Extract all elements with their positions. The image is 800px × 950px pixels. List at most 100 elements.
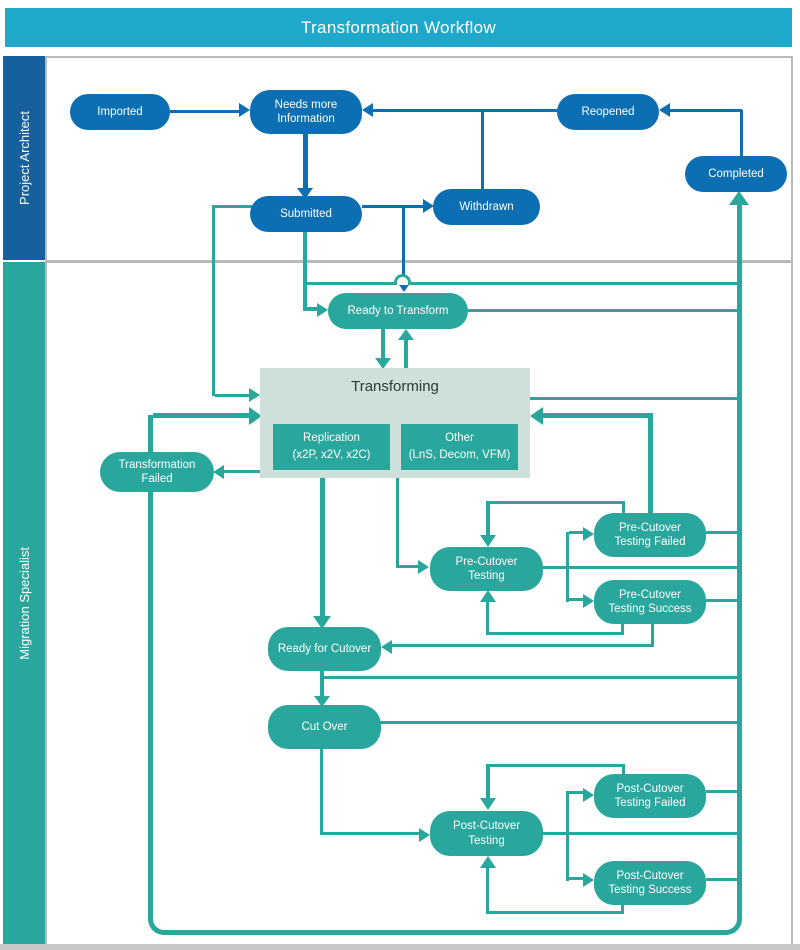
arrowhead <box>530 407 543 425</box>
lane-divider <box>45 260 793 263</box>
node-reopened: Reopened <box>557 94 659 130</box>
connector-segment <box>305 282 740 285</box>
node-ready-for-cutover: Ready for Cutover <box>268 627 381 671</box>
node-ready-to-transform: Ready to Transform <box>328 293 468 329</box>
connector-segment <box>303 232 307 310</box>
arrowhead <box>381 640 392 654</box>
node-replication-label: Replication <box>303 431 360 444</box>
connector-segment <box>392 644 654 647</box>
node-replication-sublabel: (x2P, x2V, x2C) <box>292 449 371 461</box>
arrowhead <box>418 560 429 574</box>
node-transforming: Transforming Replication (x2P, x2V, x2C)… <box>260 368 530 478</box>
connector-corner <box>726 916 742 935</box>
bottom-band <box>0 944 800 950</box>
arrowhead <box>213 465 224 479</box>
connector-corner <box>148 916 164 935</box>
arrowhead <box>583 594 594 608</box>
line-bridge-hop <box>394 274 411 285</box>
connector-segment <box>322 676 740 679</box>
arrowhead <box>659 103 670 117</box>
connector-segment <box>148 415 153 916</box>
connector-segment <box>215 394 249 397</box>
node-pre-cutover-testing-success-label: Pre-Cutover Testing Success <box>608 588 692 615</box>
arrowhead <box>239 103 250 117</box>
node-ready-for-cutover-label: Ready for Cutover <box>277 642 372 655</box>
node-cut-over-label: Cut Over <box>301 720 348 733</box>
connector-segment <box>481 112 484 190</box>
connector-segment <box>303 132 308 189</box>
arrowhead <box>397 282 411 292</box>
connector-segment <box>320 670 324 697</box>
arrowhead <box>297 188 313 199</box>
arrowhead <box>249 407 262 425</box>
diagram-header: Transformation Workflow <box>5 8 792 47</box>
connector-segment <box>486 868 489 911</box>
node-submitted-label: Submitted <box>280 207 332 220</box>
node-post-cutover-testing-failed-label: Post-Cutover Testing Failed <box>614 782 686 809</box>
connector-segment <box>530 397 740 400</box>
node-completed: Completed <box>685 156 787 192</box>
node-transformation-failed: Transformation Failed <box>100 452 214 492</box>
connector-segment <box>214 205 252 208</box>
connector-segment <box>380 721 740 724</box>
connector-segment <box>670 109 742 112</box>
node-imported-label: Imported <box>97 105 143 118</box>
connector-segment <box>706 531 740 534</box>
node-imported: Imported <box>70 94 170 130</box>
connector-segment <box>162 930 728 935</box>
connector-segment <box>486 911 624 914</box>
connector-segment <box>566 532 569 602</box>
connector-segment <box>569 531 584 534</box>
connector-segment <box>153 413 249 418</box>
arrowhead <box>480 856 496 868</box>
arrowhead <box>729 191 749 205</box>
connector-segment <box>320 478 325 616</box>
arrowhead <box>480 590 496 602</box>
connector-segment <box>543 566 740 569</box>
connector-segment <box>212 205 215 396</box>
node-post-cutover-testing: Post-Cutover Testing <box>430 811 543 856</box>
node-pre-cutover-testing-failed-label: Pre-Cutover Testing Failed <box>614 521 686 548</box>
connector-segment <box>569 598 584 601</box>
connector-segment <box>486 602 489 633</box>
node-transforming-title: Transforming <box>351 378 439 395</box>
arrowhead <box>583 873 594 887</box>
connector-segment <box>622 764 625 777</box>
connector-segment <box>543 832 740 835</box>
node-withdrawn-label: Withdrawn <box>459 200 514 213</box>
node-ready-to-transform-label: Ready to Transform <box>347 304 449 317</box>
lane-project-architect: Project Architect <box>3 56 45 260</box>
arrowhead <box>583 527 594 541</box>
node-completed-label: Completed <box>708 167 764 180</box>
connector-segment <box>621 623 624 635</box>
node-withdrawn: Withdrawn <box>433 189 540 225</box>
connector-segment <box>303 307 319 311</box>
connector-segment <box>468 309 740 312</box>
node-pre-cutover-testing-failed: Pre-Cutover Testing Failed <box>594 513 706 557</box>
node-replication: Replication (x2P, x2V, x2C) <box>273 424 390 470</box>
node-post-cutover-testing-failed: Post-Cutover Testing Failed <box>594 774 706 818</box>
connector-segment <box>320 832 420 835</box>
connector-segment <box>706 599 740 602</box>
connector-segment <box>170 110 240 113</box>
node-needs-more-information-label: Needs more Information <box>274 98 338 125</box>
connector-segment <box>396 478 399 568</box>
connector-segment <box>621 903 624 914</box>
connector-segment <box>706 790 740 793</box>
connector-segment <box>740 110 743 157</box>
connector-segment <box>486 501 490 535</box>
arrowhead <box>375 358 391 369</box>
arrowhead <box>249 388 260 402</box>
arrowhead <box>480 535 496 547</box>
arrowhead <box>314 696 330 707</box>
connector-segment <box>486 764 625 767</box>
connector-segment <box>486 501 625 504</box>
node-needs-more-information: Needs more Information <box>250 90 362 134</box>
connector-segment <box>373 109 558 112</box>
connector-segment <box>362 205 424 208</box>
arrowhead <box>362 103 373 117</box>
connector-segment <box>737 205 742 916</box>
connector-segment <box>706 878 740 881</box>
connector-segment <box>381 329 385 359</box>
